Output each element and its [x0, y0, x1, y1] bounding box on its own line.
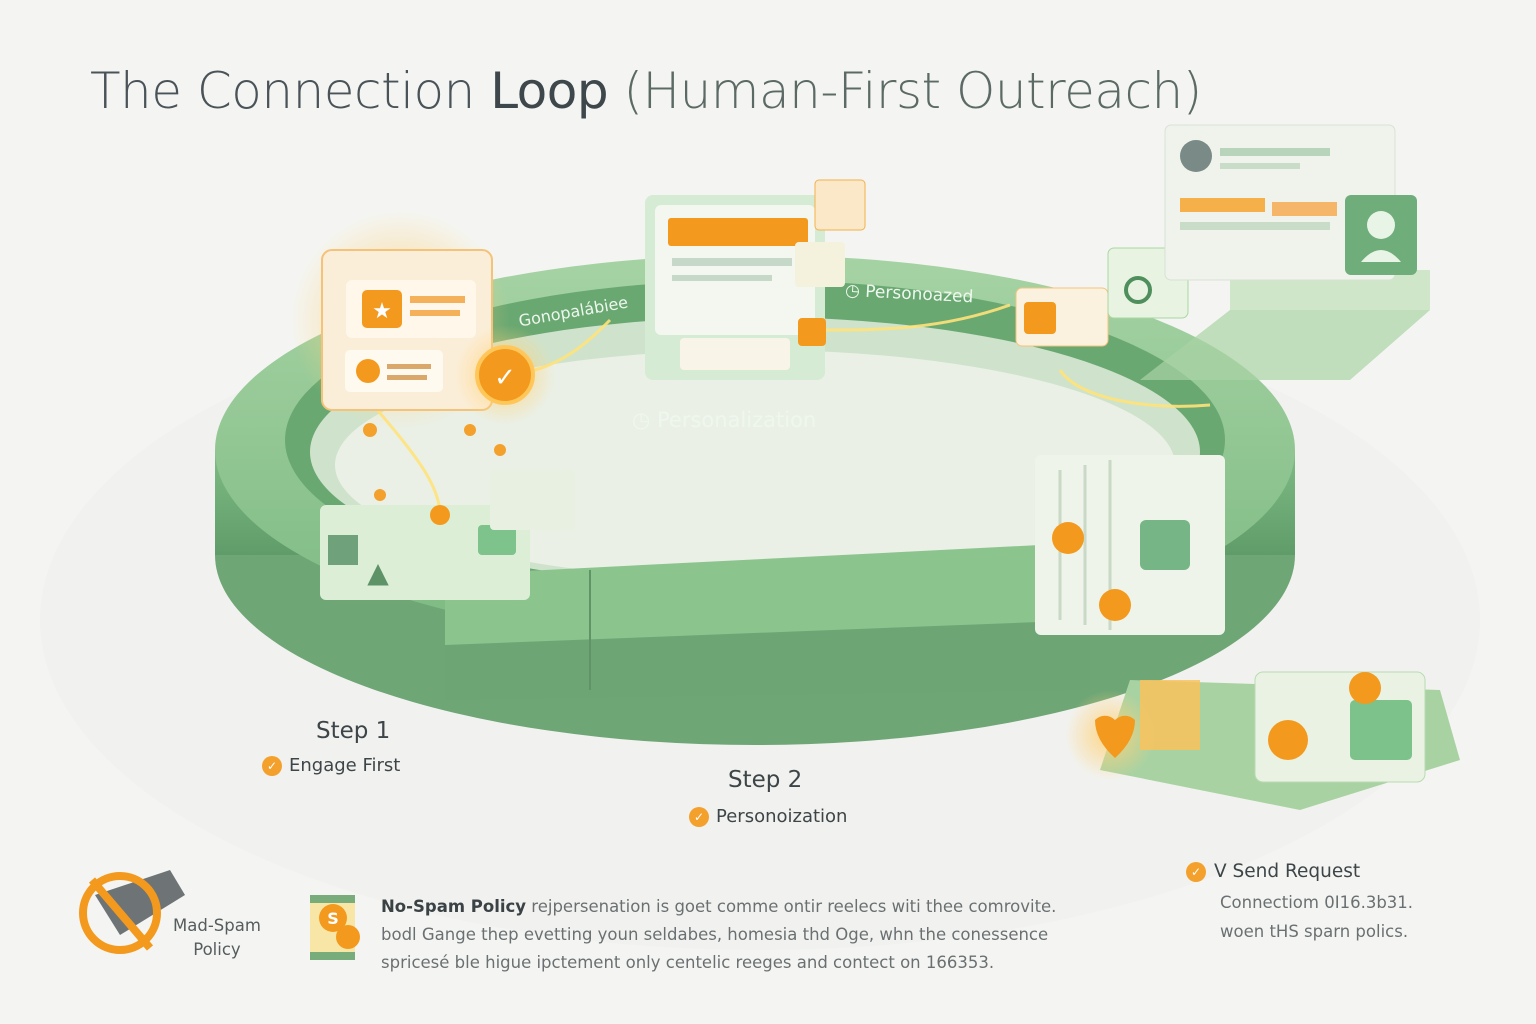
step-2-title: Step 2	[728, 767, 803, 793]
clock-icon: ◷	[632, 408, 657, 432]
email-icon	[478, 525, 516, 555]
policy-heading: No-Spam Policy	[381, 897, 527, 916]
heart-icon	[1099, 589, 1131, 621]
profile-cards	[1015, 247, 1189, 347]
svg-text:★: ★	[372, 299, 392, 324]
shield-icon	[1052, 522, 1084, 554]
send-request-line: Connectiom 0I16.3b31.	[1220, 893, 1414, 912]
engage-block: ▲	[320, 423, 575, 600]
grid-icon	[328, 535, 358, 565]
policy-line: spricesé ble higue ipctement only centel…	[381, 953, 995, 972]
ring-label-inner: ◷ Personalization	[632, 408, 816, 432]
send-request-heading: ✓ V Send Request	[1186, 856, 1413, 887]
icon-label-line: Mad-Spam	[173, 916, 261, 935]
check-icon: ✓	[1186, 861, 1206, 882]
check-icon: ✓	[262, 755, 282, 776]
arrow-up-icon: ▲	[367, 556, 389, 589]
svg-text:S: S	[327, 909, 339, 928]
documents-stack	[1035, 455, 1225, 635]
send-request: ✓ V Send Request Connectiom 0I16.3b31. wo…	[1186, 856, 1413, 947]
policy-line: rejpersenation is goet comme ontir reele…	[531, 897, 1057, 916]
icon-label-line: Policy	[193, 940, 241, 959]
title-subtitle: (Human-First Outreach)	[623, 62, 1203, 120]
step-1-label: ✓ Engage First	[262, 755, 400, 776]
step-1-text: Engage First	[289, 755, 401, 776]
dollar-check-icon: S	[310, 895, 360, 960]
check-badge-icon: ✓	[455, 325, 555, 425]
connection-path	[328, 303, 1211, 516]
personalization-card	[645, 179, 866, 380]
profile-panel	[1140, 124, 1430, 380]
user-profile-icon	[1124, 276, 1152, 304]
step-2-label: ✓ Personoization	[689, 806, 847, 827]
send-request-line: woen tHS sparn polics.	[1220, 922, 1409, 941]
step-1-title: Step 1	[316, 718, 391, 744]
no-spam-icon	[79, 870, 185, 954]
step-2-text: Personoization	[716, 806, 848, 827]
ring-label-text: Personalization	[657, 408, 817, 432]
page-title: The Connection Loop (Human-First Outreac…	[90, 62, 1202, 120]
title-main: The Connection	[90, 62, 491, 120]
check-icon: ✓	[689, 806, 709, 827]
send-request-label: V Send Request	[1214, 861, 1361, 882]
no-spam-policy: No-Spam Policy rejpersenation is goet co…	[381, 893, 1101, 977]
svg-text:✓: ✓	[494, 363, 516, 393]
star-icon	[362, 290, 402, 328]
play-icon	[356, 359, 380, 383]
title-bold: Loop	[490, 62, 609, 120]
warning-triangle-icon	[1024, 302, 1056, 334]
clock-icon: ◷	[844, 280, 866, 302]
policy-line: bodl Gange thep evetting youn seldabes, …	[381, 925, 1049, 944]
send-request-platform	[1065, 671, 1460, 810]
no-spam-icon-label: Mad-Spam Policy	[173, 914, 261, 962]
